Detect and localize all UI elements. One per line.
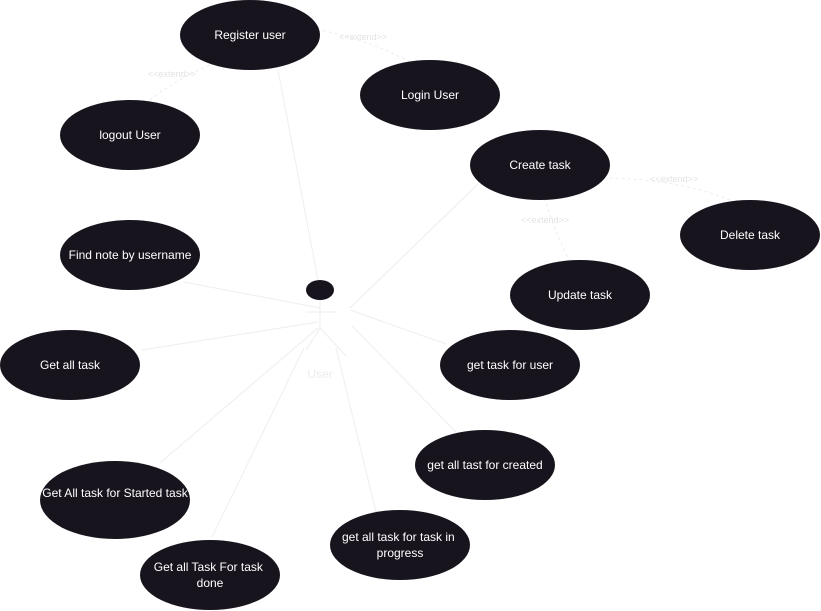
extend-label-login: <<extend>> bbox=[339, 32, 387, 42]
use-case-label: Get all Task For task done bbox=[154, 560, 267, 590]
actor-head bbox=[306, 280, 334, 300]
use-case-label: Register user bbox=[214, 28, 285, 42]
use-case-label: Get all task bbox=[40, 358, 101, 372]
extend-label-logout: <<extend>> bbox=[148, 69, 196, 79]
extend-line-login bbox=[319, 29, 411, 63]
use-case-get-done[interactable]: Get all Task For task done bbox=[140, 540, 280, 610]
use-case-label-line-1: get all task for task in bbox=[342, 530, 455, 544]
use-case-login[interactable]: Login User bbox=[360, 60, 500, 130]
use-case-find[interactable]: Find note by username bbox=[60, 220, 200, 290]
use-case-label: Update task bbox=[548, 288, 613, 302]
use-case-label: logout User bbox=[99, 128, 160, 142]
use-case-label: Get All task for Started task bbox=[42, 486, 188, 500]
actor-label: User bbox=[307, 367, 332, 381]
extend-line-delete bbox=[609, 177, 731, 201]
assoc-get-for-user bbox=[349, 309, 447, 345]
associations bbox=[141, 69, 479, 538]
use-case-label: Login User bbox=[401, 88, 459, 102]
assoc-get-started bbox=[159, 327, 319, 464]
use-case-logout[interactable]: logout User bbox=[60, 100, 200, 170]
use-case-get-started[interactable]: Get All task for Started task bbox=[40, 461, 190, 539]
assoc-register bbox=[277, 69, 319, 281]
use-case-label: Find note by username bbox=[69, 248, 192, 262]
extend-line-logout bbox=[149, 63, 213, 101]
use-case-label: Create task bbox=[509, 158, 571, 172]
extend-relations: <<extend>> <<extend>> <<extend>> <<exten… bbox=[148, 29, 731, 263]
assoc-get-in-progress bbox=[335, 347, 377, 513]
use-case-delete[interactable]: Delete task bbox=[680, 200, 820, 270]
assoc-find bbox=[183, 281, 321, 309]
extend-label-delete: <<extend>> bbox=[650, 174, 698, 184]
use-case-create[interactable]: Create task bbox=[470, 130, 610, 200]
use-case-label-line-2: progress bbox=[377, 546, 424, 560]
use-case-get-for-user[interactable]: get task for user bbox=[440, 330, 580, 400]
extend-label-update: <<extend>> bbox=[521, 215, 569, 225]
use-case-get-all[interactable]: Get all task bbox=[0, 330, 140, 400]
use-case-label: get all task for task in progress bbox=[342, 530, 458, 560]
use-case-get-in-progress[interactable]: get all task for task in progress bbox=[330, 510, 470, 580]
use-case-get-created[interactable]: get all tast for created bbox=[415, 430, 555, 500]
assoc-get-done bbox=[211, 347, 305, 538]
actor-leg-left bbox=[305, 327, 321, 351]
use-case-label: get task for user bbox=[467, 358, 553, 372]
use-case-label: get all tast for created bbox=[427, 458, 542, 472]
use-case-label-line-2: done bbox=[197, 576, 224, 590]
use-case-register[interactable]: Register user bbox=[180, 0, 320, 70]
assoc-get-all bbox=[141, 321, 319, 351]
actor-user[interactable]: User bbox=[305, 280, 347, 381]
extend-line-update bbox=[544, 199, 571, 263]
actor-leg-right bbox=[319, 327, 347, 357]
use-case-label: Delete task bbox=[720, 228, 781, 242]
use-case-update[interactable]: Update task bbox=[510, 260, 650, 330]
assoc-get-created bbox=[351, 325, 457, 433]
use-case-label-line-1: Get all Task For task bbox=[154, 560, 264, 574]
assoc-create bbox=[349, 183, 479, 309]
